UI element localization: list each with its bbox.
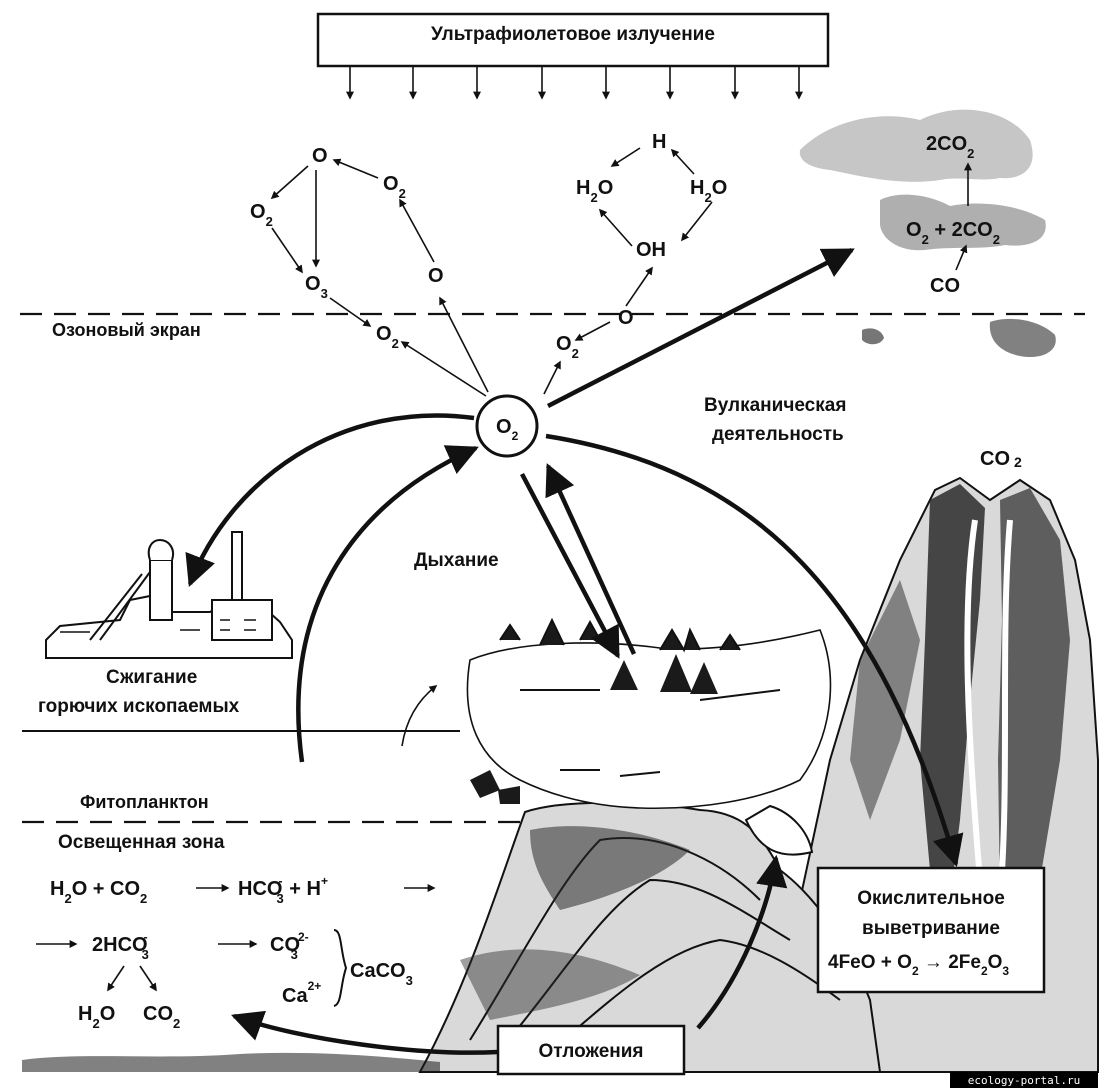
- phytoplankton-marks: [470, 770, 520, 804]
- ozone-o: O: [312, 145, 328, 167]
- ozone-o3: O3: [305, 273, 328, 301]
- hydroxyl-h2o-left: H2O: [576, 177, 613, 205]
- meadow-scene: [466, 617, 832, 810]
- phytoplankton-label: Фитопланктон: [80, 792, 209, 812]
- uv-label: Ультрафиолетовое излучение: [431, 24, 715, 45]
- eq3-co2: CO2: [143, 1003, 180, 1031]
- arrow-water-to-land: [401, 685, 438, 747]
- sea-floor: [22, 1052, 440, 1072]
- eq1-left: H2O + CO2: [50, 878, 147, 906]
- hydroxyl-h: H: [652, 131, 666, 153]
- center-o2-circle: [475, 394, 539, 458]
- brace: [333, 929, 348, 1007]
- arrow-land-to-o2: [545, 463, 637, 655]
- arrow-deposits-to-land: [696, 854, 788, 1030]
- hydroxyl-o2: O2: [556, 333, 579, 361]
- weathering-label-1: Окислительное: [857, 888, 1005, 909]
- deposits-label: Отложения: [538, 1041, 643, 1062]
- ozone-o2-left: O2: [250, 201, 273, 229]
- lit-zone-label: Освещенная зона: [58, 832, 225, 853]
- ozone-layer-label: Озоновый экран: [52, 320, 201, 340]
- arrow-o2-to-upper-atmosphere: [546, 247, 855, 409]
- volcanic-label-2: деятельность: [712, 424, 844, 445]
- center-o2-label: O2: [496, 416, 519, 443]
- ozone-cycle: O O2 O2 O3 O O2: [250, 145, 489, 397]
- co-cycle: 2CO2 O2 + 2CO2 CO: [799, 109, 1056, 358]
- combustion-label-2: горючих ископаемых: [38, 696, 240, 717]
- ocean-chemistry: H2O + CO2 HCO-3 + H+ 2HCO-3 CO2-3 Ca2+ C…: [36, 874, 436, 1031]
- arrow-phytoplankton-to-o2: [296, 445, 479, 763]
- arrow-o2-to-combustion: [185, 413, 475, 587]
- watermark-bar: [950, 1072, 1098, 1088]
- uv-box: [316, 12, 830, 68]
- ozone-o-right: O: [428, 265, 444, 287]
- co-mid: O2 + 2CO2: [906, 219, 1000, 247]
- respiration-label: Дыхание: [414, 550, 499, 571]
- hydroxyl-oh: OH: [636, 239, 666, 261]
- deposits-box: [496, 1024, 686, 1076]
- eq1-right: HCO-3 + H+: [238, 874, 328, 906]
- uv-rays: [346, 66, 803, 100]
- combustion-label-1: Сжигание: [106, 667, 197, 688]
- ozone-o2-bottom: O2: [376, 323, 399, 351]
- factory-illustration: [45, 531, 293, 659]
- hydroxyl-o: O: [618, 307, 634, 329]
- arrow-deposits-to-sea: [231, 1010, 499, 1055]
- hydroxyl-cycle: H H2O H2O OH O O2: [543, 131, 727, 395]
- eq3-water: H2O: [78, 1003, 115, 1031]
- watermark-label: ecology-portal.ru: [968, 1074, 1081, 1087]
- eq2-carbonate: CO2-3: [270, 930, 309, 962]
- eq2-calcium-carbonate: CaCO3: [350, 960, 413, 988]
- cloud-shading: [799, 109, 1056, 358]
- arrow-o2-to-land: [520, 472, 620, 659]
- eq2-calcium: Ca2+: [282, 979, 321, 1007]
- eq2-bicarbonate: 2HCO-3: [92, 930, 149, 962]
- volcanic-label-1: Вулканическая: [704, 395, 846, 416]
- weathering-label-2: выветривание: [862, 918, 1000, 939]
- arrow-o2-to-weathering: [545, 433, 964, 868]
- ozone-o2-top: O2: [383, 173, 406, 201]
- co-top: 2CO2: [926, 133, 974, 161]
- weathering-equation: 4FeO + O2 → 2Fe2O3: [828, 952, 1009, 978]
- co-bottom: CO: [930, 275, 960, 297]
- weathering-box: [816, 866, 1046, 994]
- hydroxyl-h2o-right: H2O: [690, 177, 727, 205]
